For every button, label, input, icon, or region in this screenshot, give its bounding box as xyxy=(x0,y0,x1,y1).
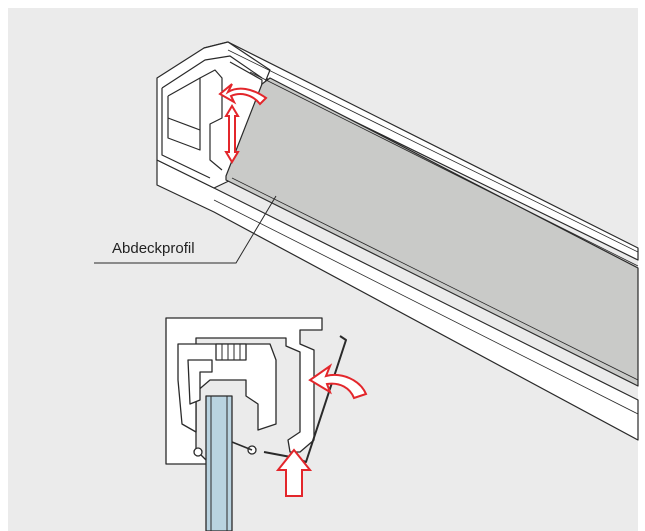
cover-profile-face xyxy=(225,77,639,387)
double-arrow-icon xyxy=(224,104,240,164)
cover-profile-label: Abdeckprofil xyxy=(112,240,195,257)
section-retainer xyxy=(231,441,253,451)
end-face-detail-1 xyxy=(161,55,263,89)
end-face-detail-2 xyxy=(161,88,211,179)
end-face-detail-3 xyxy=(167,77,201,151)
rail-line-3 xyxy=(213,199,639,415)
cover-highlight-line xyxy=(231,177,639,381)
curved-arrow-icon xyxy=(308,363,368,400)
rail-line-2 xyxy=(249,71,639,267)
up-arrow-icon xyxy=(275,448,313,497)
insert-arrow-icon xyxy=(218,83,268,106)
cross-section-view xyxy=(165,317,347,531)
rail-line-1 xyxy=(227,49,639,253)
profile-3d-view xyxy=(156,41,639,441)
section-cover-profile xyxy=(263,335,347,463)
end-face-detail-6 xyxy=(167,117,201,131)
section-clamp xyxy=(187,359,213,405)
end-face-detail-4 xyxy=(199,69,223,171)
section-roller xyxy=(215,343,247,361)
label-leader-line xyxy=(94,195,277,264)
section-screw xyxy=(193,447,203,457)
section-glass-pane xyxy=(205,395,233,531)
